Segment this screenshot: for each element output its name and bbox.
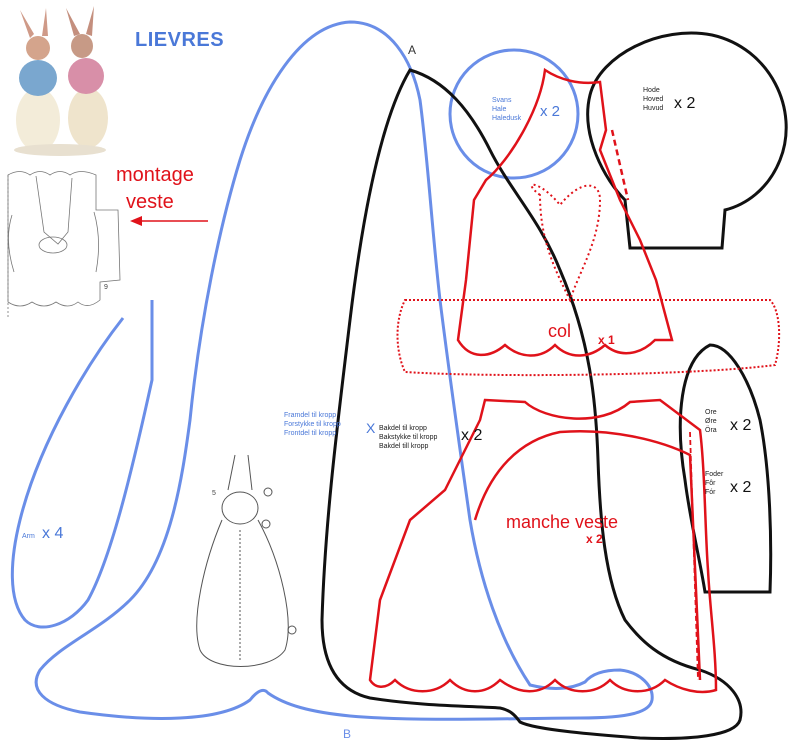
montage-sketch	[7, 171, 121, 318]
sketch-page-number: 9	[104, 284, 108, 291]
collar-qty: x 1	[598, 333, 615, 347]
montage-arrow	[130, 216, 208, 226]
mark-b: B	[343, 727, 352, 741]
back-body-names: Bakdel til kropp Bakstykke til kropp Bak…	[379, 425, 438, 450]
mark-a: A	[408, 43, 417, 57]
foot-names: Foder Fôr Fór	[705, 471, 724, 496]
tail-piece-outline	[448, 48, 580, 180]
back-body-qty: x 2	[461, 427, 483, 444]
sleeve-outline	[368, 398, 718, 694]
black-body-outline	[320, 68, 743, 740]
sleeve-label: manche veste	[506, 512, 619, 532]
page-title: LIEVRES	[135, 29, 225, 51]
vest-back-outline	[456, 67, 674, 357]
tail-names: Svans Hale Haledusk	[492, 97, 522, 122]
ear-piece-outline	[678, 343, 773, 594]
blue-body-outline	[10, 20, 654, 721]
head-names: Hode Hoved Huvud	[643, 87, 664, 112]
foot-qty: x 2	[730, 479, 752, 496]
arm-qty: x 4	[42, 525, 64, 542]
ear-names: Ore Øre Öra	[705, 409, 717, 434]
collar-label: col	[548, 321, 572, 341]
bunny-sketch	[196, 454, 297, 667]
ear-qty: x 2	[730, 417, 752, 434]
tail-qty: x 2	[540, 103, 561, 120]
sleeve-qty: x 2	[586, 532, 603, 546]
arm-name: Arm	[22, 533, 35, 540]
front-body-names: Framdel til kropp Forstykke til kropp Fr…	[284, 412, 341, 437]
head-piece-outline	[586, 31, 788, 250]
montage-label-line2: veste	[126, 191, 174, 213]
montage-label-line1: montage	[116, 164, 194, 186]
sketch-step-number: 5	[212, 490, 216, 497]
front-body-qty: X	[366, 420, 376, 436]
head-qty: x 2	[674, 95, 696, 112]
rabbits-photo	[14, 6, 108, 156]
